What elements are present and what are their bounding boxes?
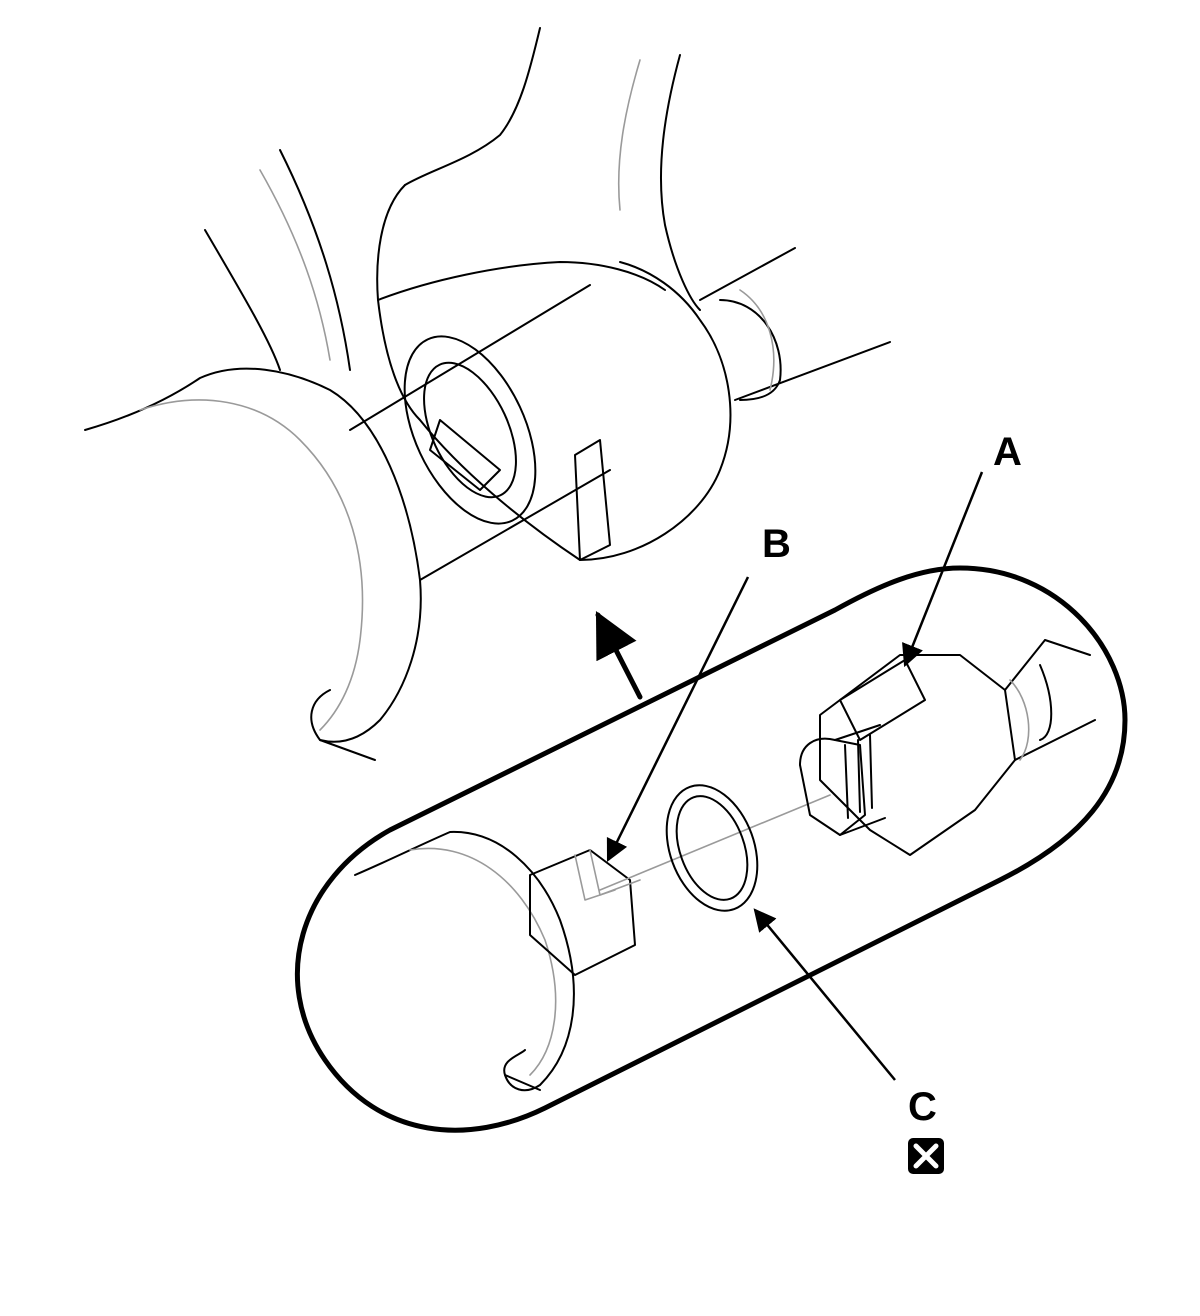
leader-c	[753, 908, 896, 1081]
pin-end-ring-inner	[423, 361, 517, 499]
journal-right	[699, 247, 891, 401]
x-square-icon	[908, 1138, 944, 1174]
install-direction-arrow	[595, 610, 643, 700]
callout-c: C	[908, 1085, 937, 1129]
assembly-axis	[599, 794, 831, 891]
callout-b: B	[762, 522, 791, 566]
washer-c-outer	[665, 784, 759, 912]
pin-end-ring-outer	[403, 335, 537, 525]
detail-view	[294, 565, 1128, 1133]
bolt-a	[799, 639, 1096, 856]
connecting-rod-right-edge	[659, 54, 701, 311]
washer-c-inner	[675, 795, 749, 901]
detail-capsule-outline	[294, 565, 1128, 1133]
leader-a	[902, 471, 984, 668]
plug-b	[529, 849, 636, 976]
connecting-rod-left-edge	[404, 27, 541, 186]
crank-pin	[349, 284, 611, 581]
counterweight-left	[84, 367, 422, 743]
leader-b	[606, 576, 750, 863]
callout-a: A	[993, 430, 1022, 474]
crankshaft-assembly	[84, 27, 891, 761]
bolt-hex-head	[819, 654, 1016, 856]
